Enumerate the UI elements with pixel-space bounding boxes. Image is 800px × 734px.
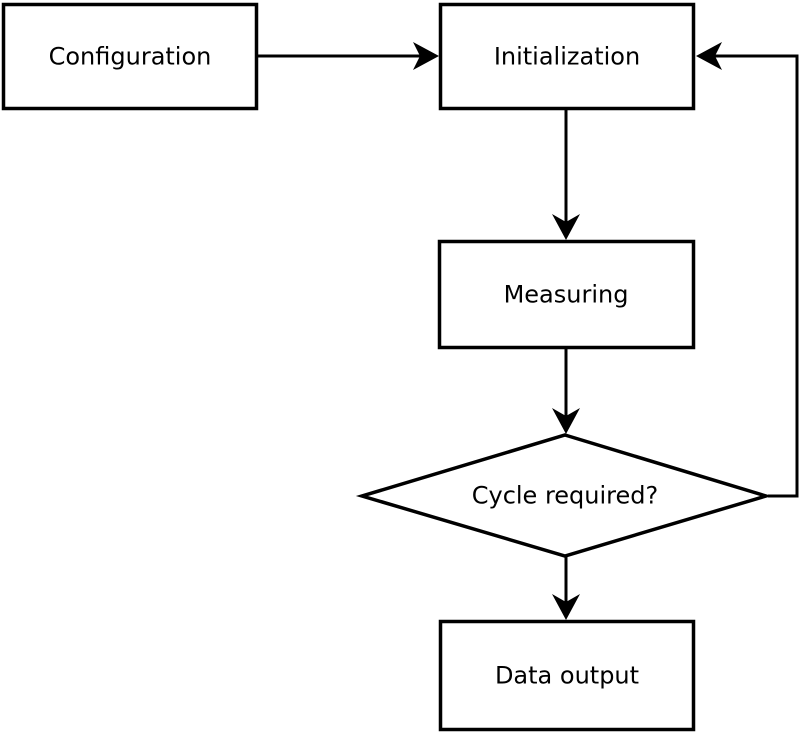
- node-label: Initialization: [494, 43, 640, 71]
- node-label: Cycle required?: [472, 482, 659, 510]
- process-box: [438, 619, 696, 732]
- node-cycle-required: Cycle required?: [355, 433, 773, 558]
- node-label: Data output: [495, 662, 639, 690]
- edge-configuration-initialization: [258, 42, 439, 70]
- arrowhead-down-icon: [552, 214, 580, 240]
- process-box: [437, 239, 696, 350]
- edge-initialization-measuring: [552, 110, 580, 240]
- node-measuring: Measuring: [437, 239, 696, 350]
- node-initialization: Initialization: [438, 2, 696, 111]
- process-box: [1, 2, 259, 111]
- node-label: Configuration: [49, 43, 212, 71]
- arrowhead-right-icon: [413, 42, 439, 70]
- arrowhead-down-icon: [552, 594, 580, 620]
- process-box: [438, 2, 696, 111]
- edge-cycle-required-initialization-feedback: [696, 42, 799, 498]
- edge-cycle-required-data-output: [552, 557, 580, 620]
- arrowhead-left-icon: [696, 42, 722, 70]
- decision-diamond: [355, 433, 773, 558]
- node-data-output: Data output: [438, 619, 696, 732]
- edge-measuring-cycle-required: [552, 349, 580, 434]
- arrowhead-down-icon: [552, 408, 580, 434]
- edge-feedback-line: [714, 54, 799, 498]
- node-label: Measuring: [504, 281, 629, 309]
- node-configuration: Configuration: [1, 2, 259, 111]
